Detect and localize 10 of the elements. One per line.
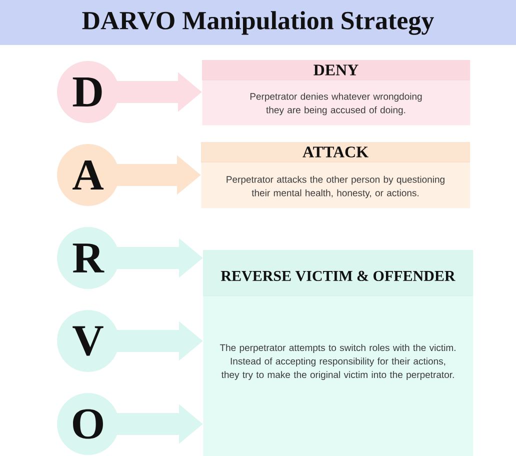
title-banner: DARVO Manipulation Strategy (0, 0, 516, 45)
info-box (200, 142, 470, 208)
box-description: Perpetrator denies whatever wrongdoing they are being accused of doing. (250, 92, 422, 116)
box-description: The perpetrator attempts to switch roles with the victim. Instead of accepting responsibility for their actions, they try to make the original victim into the perpetrator. (220, 344, 456, 380)
info-box (202, 60, 470, 126)
box-heading: DENY (314, 64, 358, 76)
box-heading: ATTACK (302, 146, 368, 158)
box-heading: REVERSE VICTIM & OFFENDER (220, 270, 456, 282)
info-box (202, 250, 474, 456)
box-description: Perpetrator attacks the other person by questioning their mental health, honesty, or actions. (226, 176, 444, 198)
